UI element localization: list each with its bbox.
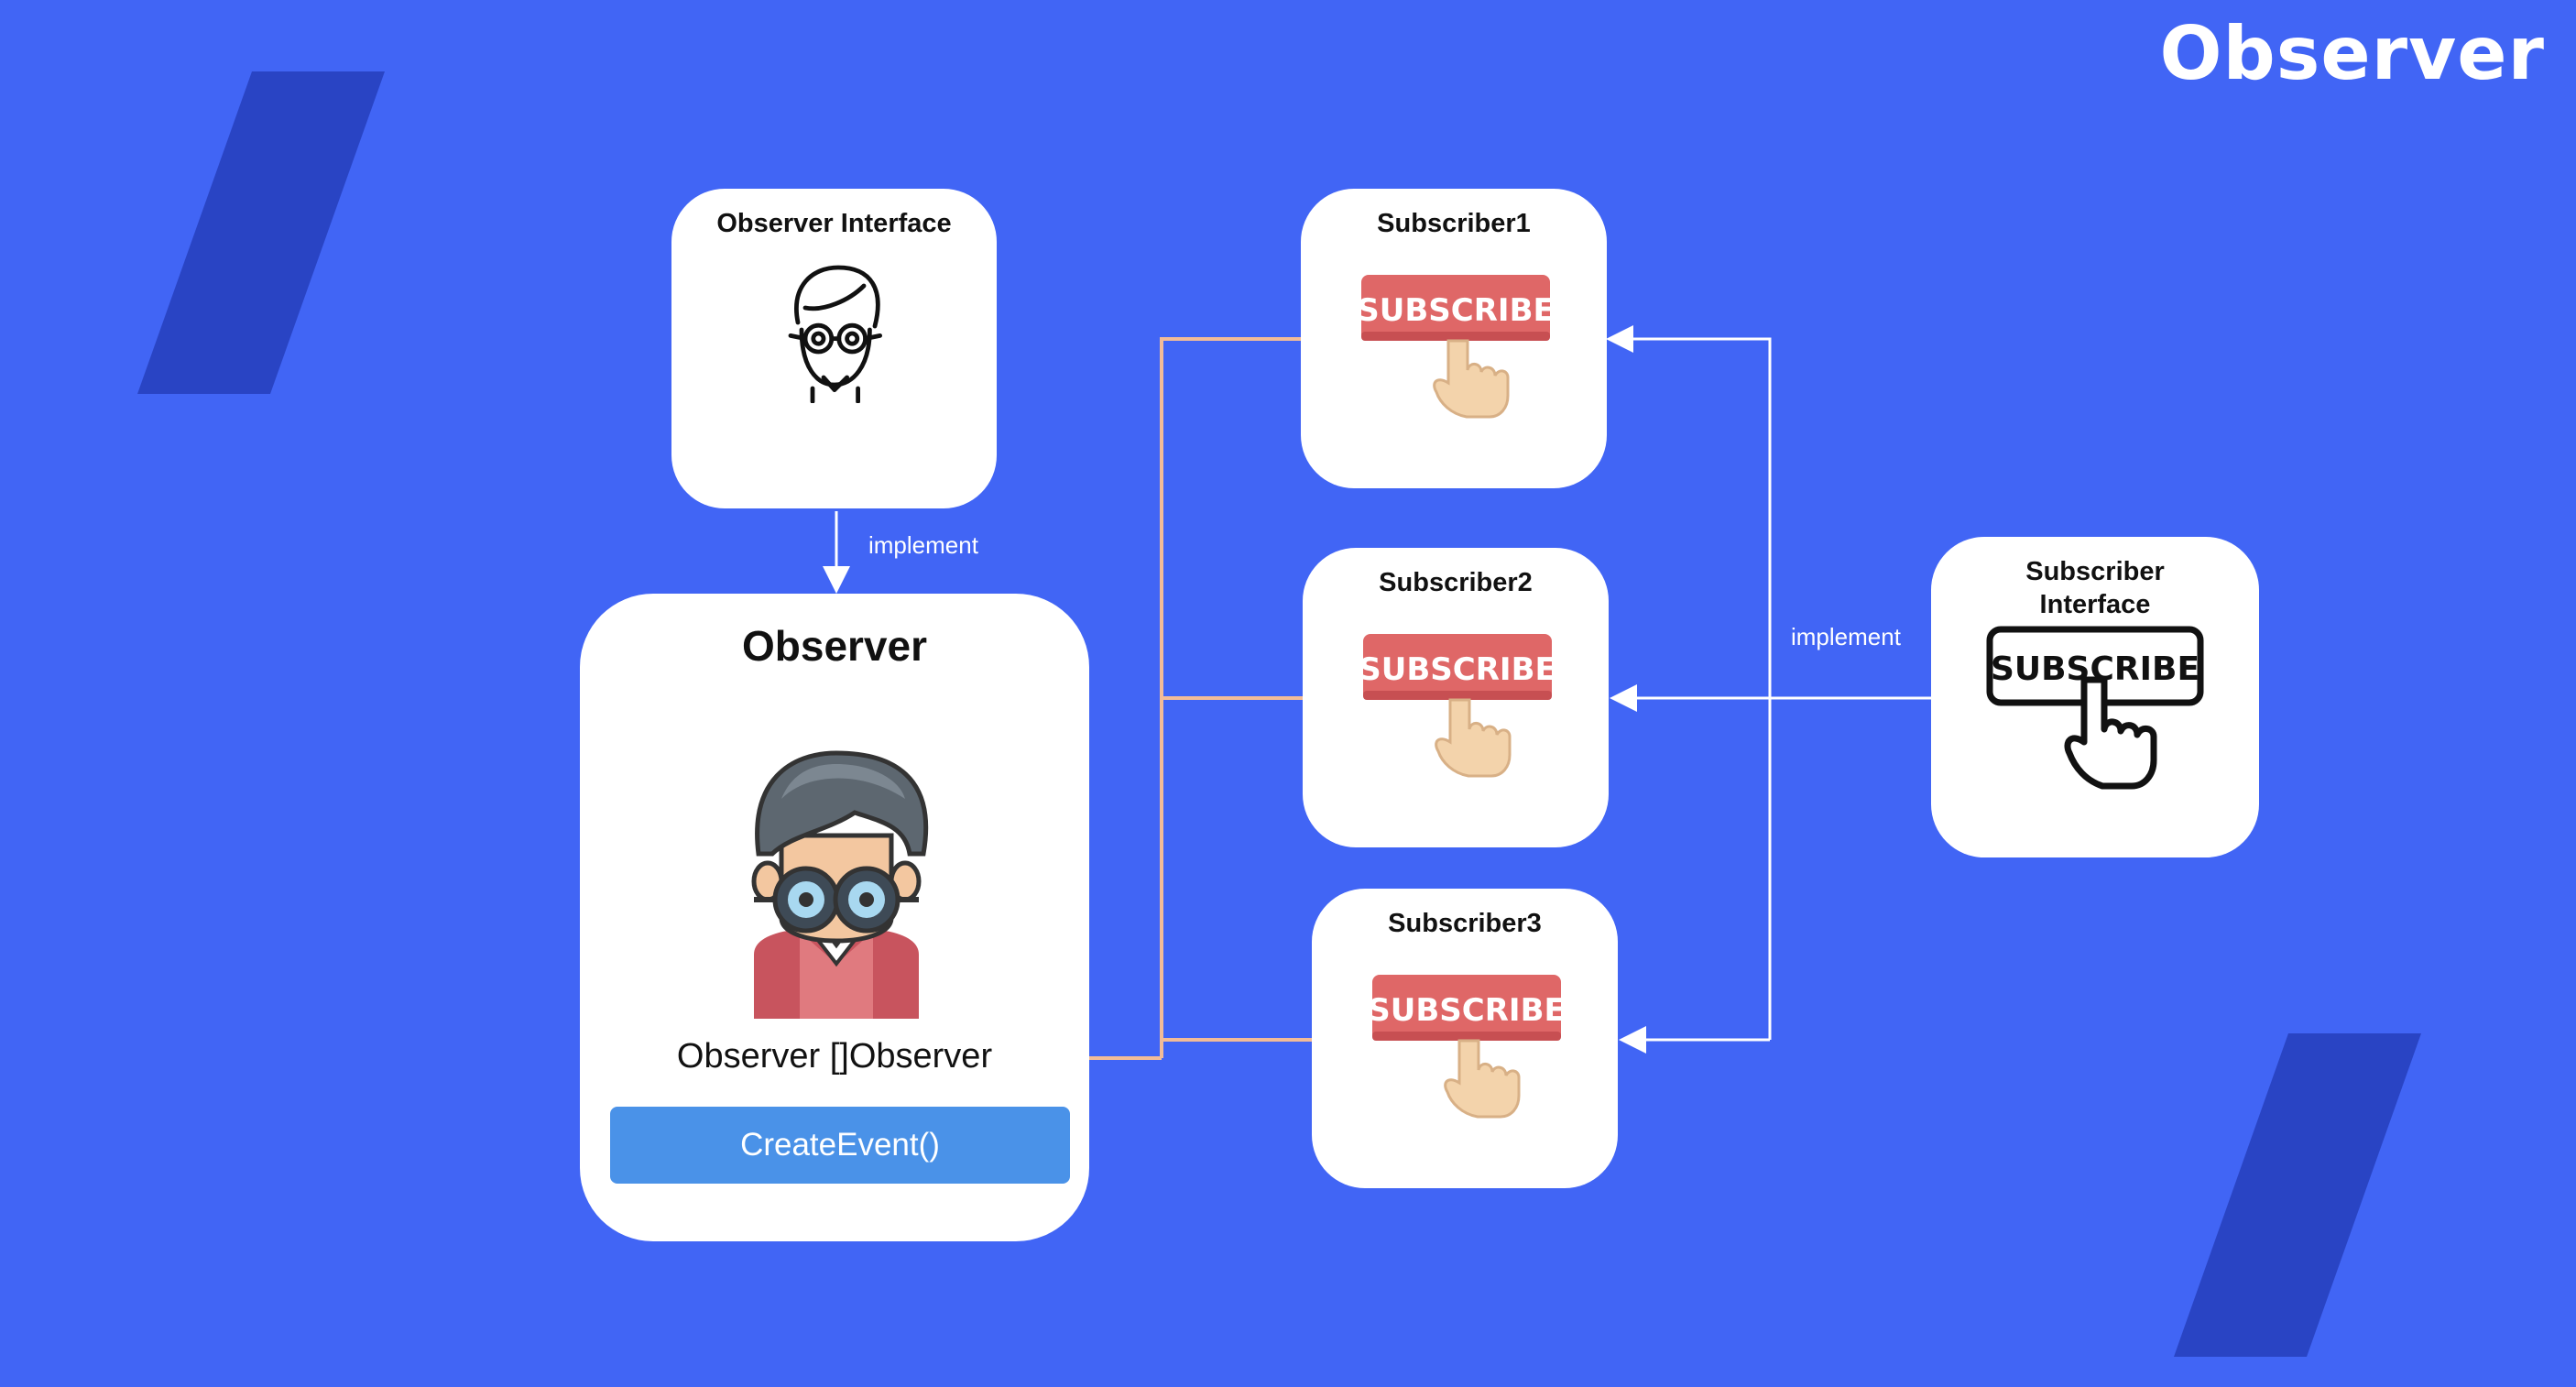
pointing-hand-icon <box>1433 339 1510 419</box>
subscriber-interface-title-line1: Subscriber <box>2025 557 2165 586</box>
subscriber3-title: Subscriber3 <box>1388 909 1542 938</box>
subscriber2-title: Subscriber2 <box>1379 568 1533 597</box>
subscriber2-card: Subscriber2 SUBSCRIBE <box>1303 548 1609 847</box>
implement-connectors <box>1606 325 1931 1054</box>
subscribe-button-text: SUBSCRIBE <box>1363 651 1552 688</box>
observer-card: Observer Observer []Observer CreateEvent… <box>580 594 1089 1241</box>
nerd-outline-icon <box>788 265 882 403</box>
subscriber1-title: Subscriber1 <box>1377 209 1531 238</box>
implement-label-right: implement <box>1791 623 1901 650</box>
subscribe-button-text: SUBSCRIBE <box>1372 992 1561 1029</box>
observer-interface-card: Observer Interface <box>671 189 997 508</box>
subscriber-interface-card: Subscriber Interface SUBSCRIBE <box>1931 537 2259 857</box>
nerd-avatar-icon <box>751 750 929 1019</box>
observer-array-field: Observer []Observer <box>676 1037 993 1076</box>
create-event-button[interactable]: CreateEvent() <box>610 1107 1070 1184</box>
subscriber-interface-title-line2: Interface <box>2039 590 2151 619</box>
observer-title: Observer <box>741 622 927 670</box>
subscribe-button-icon: SUBSCRIBE <box>1363 634 1552 778</box>
brand-logo: Observer <box>2159 11 2545 96</box>
subscribe-button-icon: SUBSCRIBE <box>1361 275 1550 419</box>
pointing-hand-icon <box>1444 1039 1521 1119</box>
pointing-hand-icon <box>1435 698 1512 778</box>
implement-label-top: implement <box>868 531 978 559</box>
observer-interface-title: Observer Interface <box>716 209 952 238</box>
subscriber3-card: Subscriber3 SUBSCRIBE <box>1312 889 1618 1188</box>
subscribe-button-text: SUBSCRIBE <box>1361 292 1550 329</box>
pointing-hand-outline-icon <box>2064 676 2157 790</box>
subscribe-outline-icon: SUBSCRIBE <box>1986 626 2204 790</box>
subscriber1-card: Subscriber1 SUBSCRIBE <box>1301 189 1607 488</box>
subscribe-button-icon: SUBSCRIBE <box>1372 975 1561 1119</box>
